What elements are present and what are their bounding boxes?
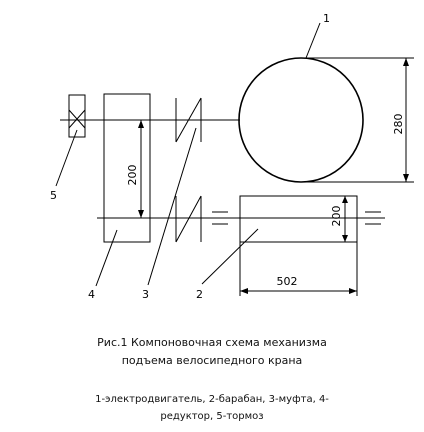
figure-caption-line-2: подъема велосипедного крана [121, 354, 303, 367]
motor-dim-label: 200 [126, 165, 139, 186]
gearbox-height-arrow-top [342, 196, 348, 203]
drum-dim-arrow-top [403, 58, 409, 66]
drum-circle [238, 57, 364, 183]
leader-gearbox [201, 228, 259, 285]
coupling-upper-diag [175, 97, 202, 143]
legend-line-1: 1-электродвигатель, 2-барабан, 3-муфта, … [95, 394, 329, 405]
drum-dim-arrow-bottom [403, 174, 409, 182]
motor-dim-arrow-bottom [138, 210, 144, 218]
leader-coupling [147, 127, 197, 286]
gearbox-length-arrow-right [349, 288, 357, 294]
brake [68, 94, 86, 138]
leader-drum [305, 22, 321, 59]
callout-drum: 1 [323, 12, 330, 25]
leader-motor [95, 229, 118, 287]
brake-cross-2 [68, 109, 86, 129]
motor-block [103, 93, 151, 243]
callout-brake: 5 [50, 189, 57, 202]
legend-line-2: редуктор, 5-тормоз [160, 411, 264, 422]
gearbox-length-arrow-left [240, 288, 248, 294]
gearbox [239, 195, 358, 243]
gearbox-height-label: 200 [330, 206, 343, 227]
callout-motor: 4 [88, 288, 95, 301]
leader-brake [55, 129, 78, 187]
drum-dim-label: 280 [392, 114, 405, 135]
gearbox-height-arrow-bottom [342, 235, 348, 242]
coupling-lower-diag [175, 195, 202, 243]
figure-caption-line-1: Рис.1 Компоновочная схема механизма [97, 336, 327, 349]
gearbox-length-label: 502 [277, 275, 298, 288]
motor-dim-arrow-top [138, 120, 144, 128]
callout-coupling: 3 [142, 288, 149, 301]
callout-gearbox: 2 [196, 288, 203, 301]
